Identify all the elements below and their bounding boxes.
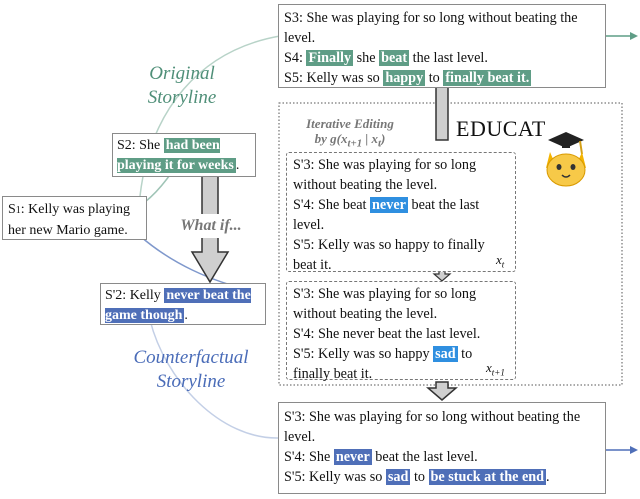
s2-box: S2: She had been playing it for weeks.: [112, 133, 256, 177]
xt1-label: xt+1: [486, 360, 505, 378]
xt-label: xt: [496, 252, 505, 270]
bottom-s3: S'3: She was playing for so long without…: [284, 409, 581, 445]
educat-title: EDUCAT: [456, 116, 546, 141]
s1-box: S1: Kelly was playing her new Mario game…: [2, 196, 147, 240]
s2-counterfactual-box: S'2: Kelly never beat the game though.: [100, 283, 266, 325]
edit2-s4: S'4: She never beat the last level.: [293, 326, 481, 342]
right-arrow-icon: [630, 32, 638, 40]
down-arrow-icon: [435, 85, 449, 141]
cat-graduation-cap-icon: [546, 132, 586, 187]
original-s3: S3: She was playing for so long without …: [284, 10, 578, 46]
counterfactual-storyline-label: Counterfactual Storyline: [133, 347, 249, 392]
original-storyline-label: Original Storyline: [147, 63, 217, 108]
educat-panel: [278, 102, 623, 386]
counterfactual-storyline-curve-lower: [149, 319, 281, 439]
what-if-label: What if...: [166, 214, 256, 238]
edit-step-1-box: S'3: She was playing for so long without…: [286, 152, 516, 273]
original-s5: S5: Kelly was so happy to finally beat i…: [284, 70, 532, 86]
edit1-s5: S'5: Kelly was so happy to finally beat …: [293, 237, 485, 273]
bottom-s5: S'5: Kelly was so sad to be stuck at the…: [284, 469, 550, 485]
edit2-s3: S'3: She was playing for so long without…: [293, 286, 477, 322]
edit1-s3: S'3: She was playing for so long without…: [293, 157, 477, 193]
edit-step-2-box: S'3: She was playing for so long without…: [286, 281, 516, 382]
edit1-s4: S'4: She beat never beat the last level.: [293, 197, 480, 233]
right-arrow-icon: [630, 446, 638, 454]
original-s4: S4: Finally she beat the last level.: [284, 50, 488, 66]
edit2-s5: S'5: Kelly was so happy sad to finally b…: [293, 346, 473, 382]
bottom-s4: S'4: She never beat the last level.: [284, 449, 478, 465]
down-arrow-icon: [425, 381, 459, 401]
counterfactual-ending-box: S'3: She was playing for so long without…: [278, 402, 606, 494]
iterative-editing-label: Iterative Editing by g(xt+1 | xt): [306, 116, 394, 150]
original-ending-box: S3: She was playing for so long without …: [278, 4, 606, 88]
